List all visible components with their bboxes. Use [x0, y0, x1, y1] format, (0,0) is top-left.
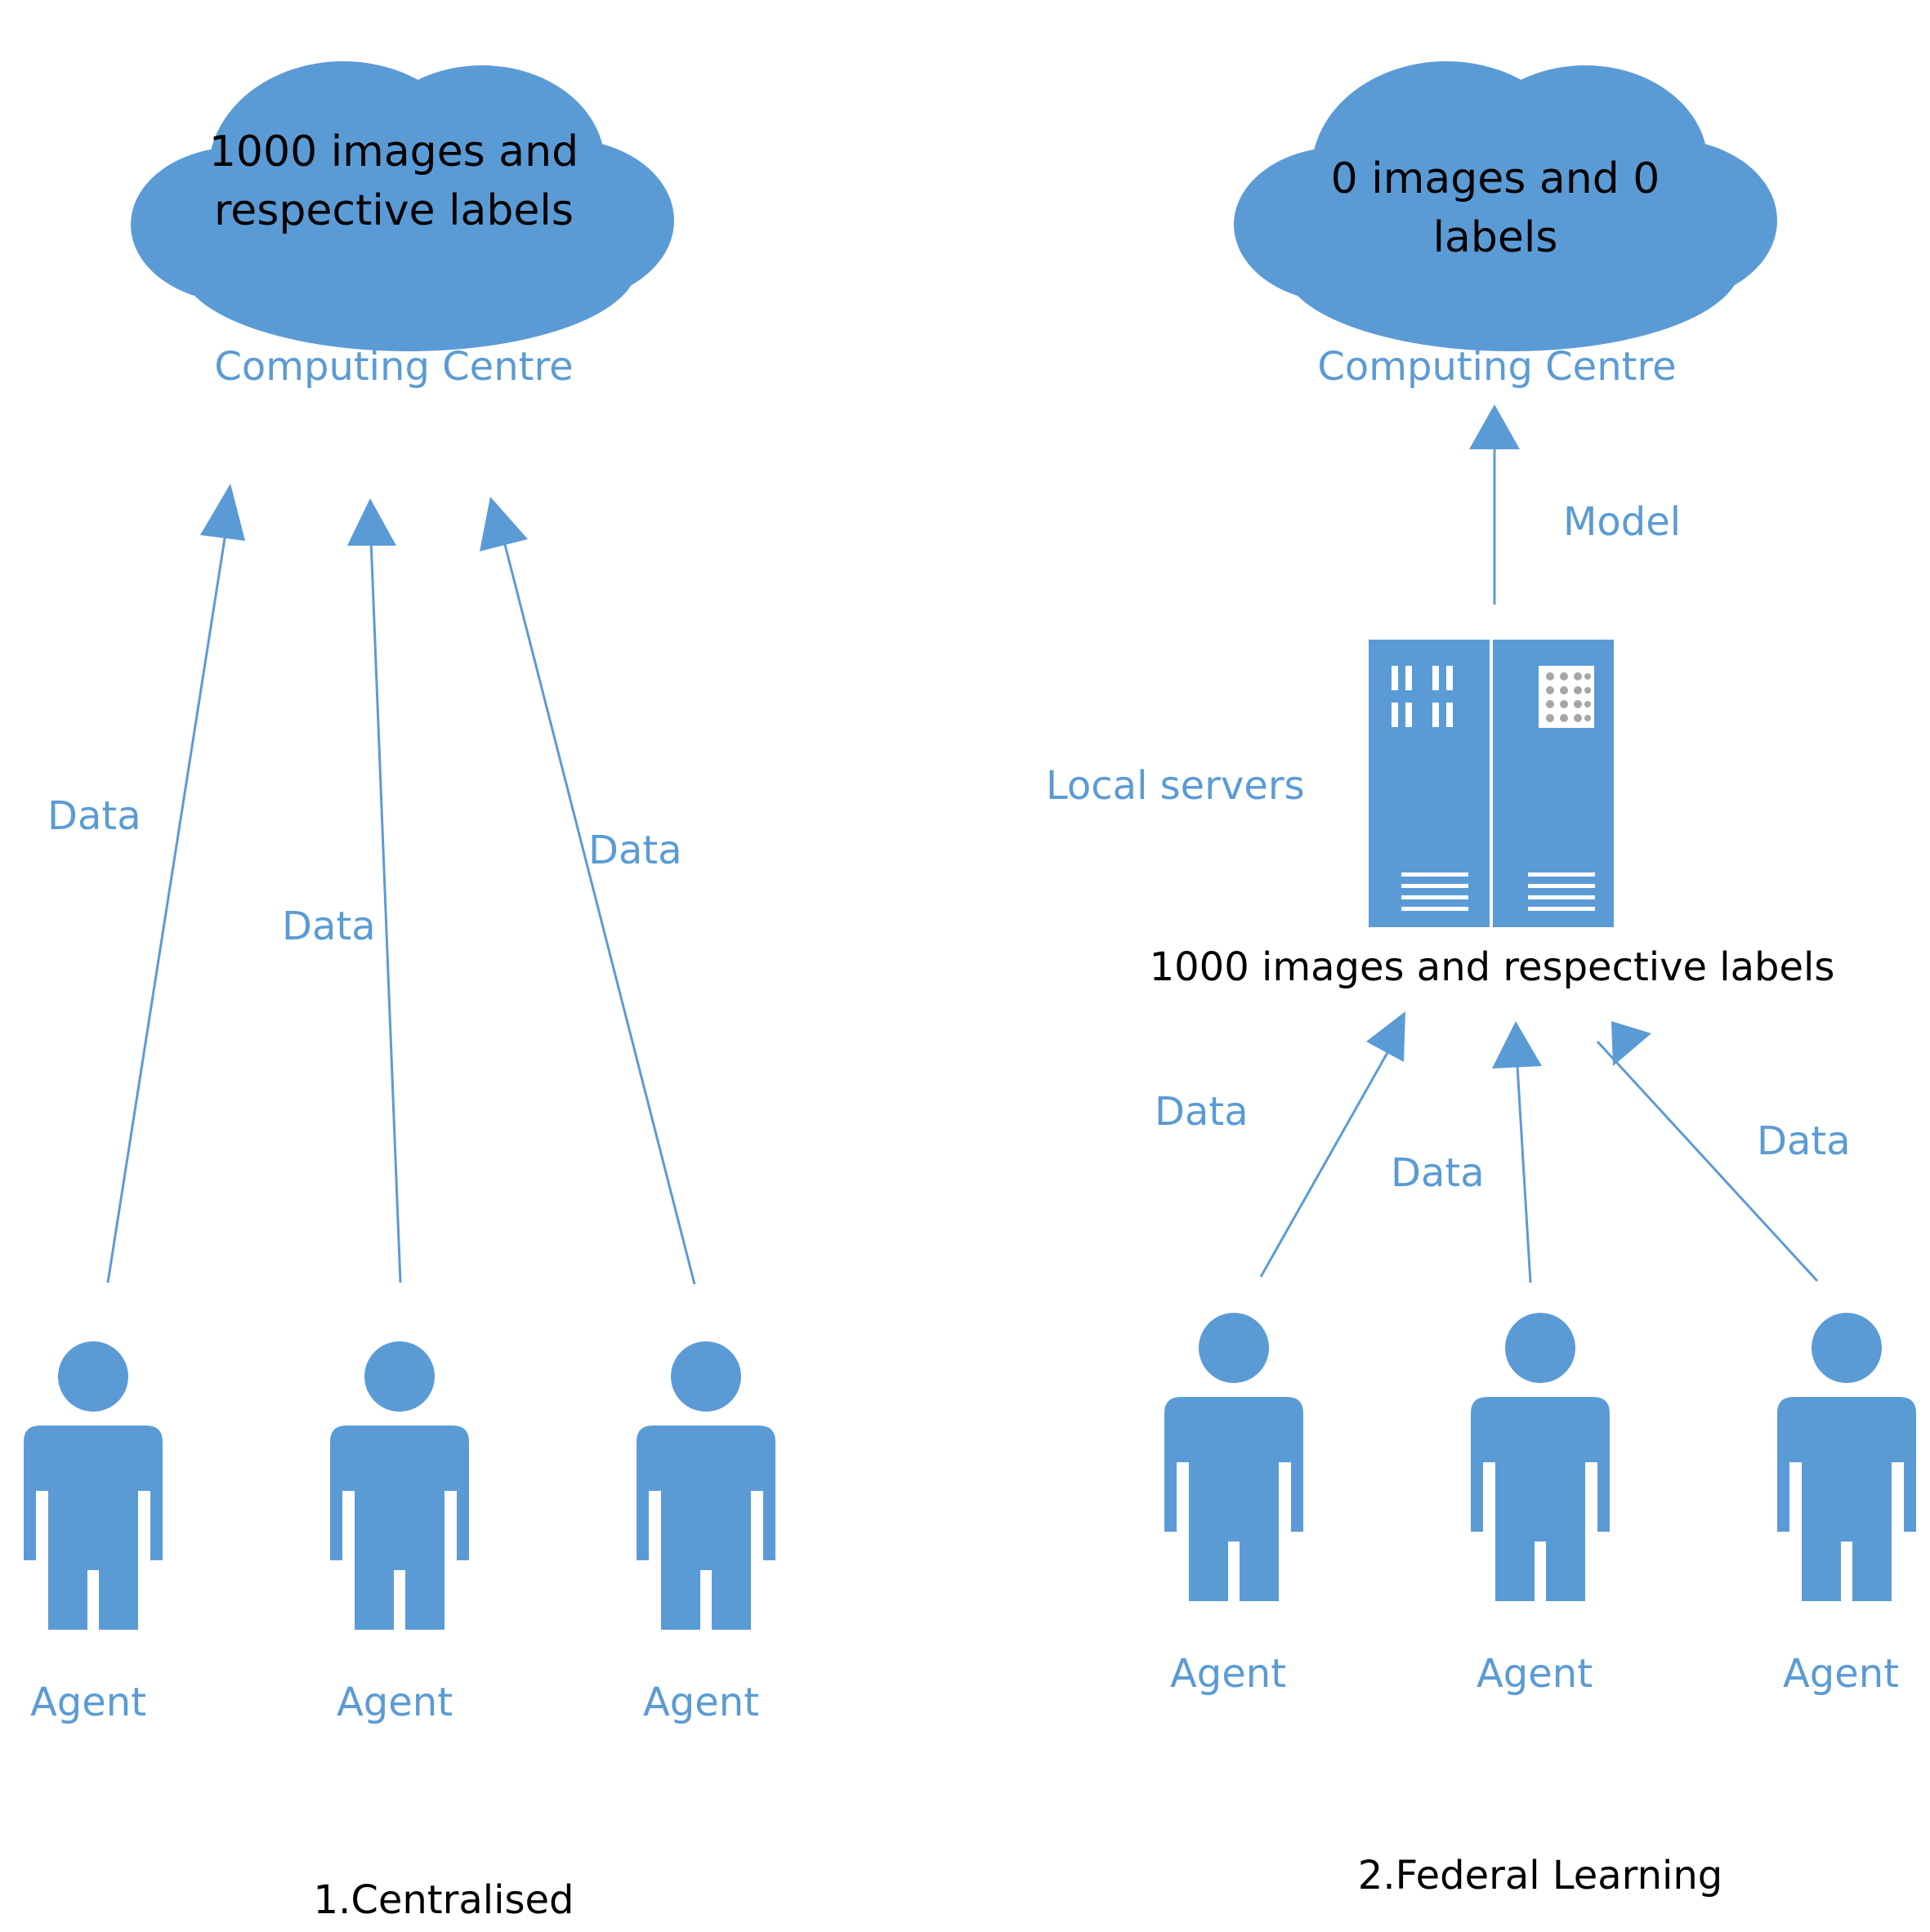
data-arrow-1	[106, 522, 229, 1283]
left-agent-label-1: Agent	[29, 1680, 147, 1725]
left-cloud-text: 1000 images and respective labels	[209, 123, 579, 240]
right-caption: 2.Federal Learning	[1357, 1853, 1723, 1899]
arrowhead-1	[200, 484, 245, 541]
left-data-label-1: Data	[47, 793, 141, 839]
right-agent-label-1: Agent	[1169, 1651, 1287, 1697]
data-arrow-5	[1516, 1065, 1532, 1283]
model-label: Model	[1563, 499, 1682, 545]
right-data-label-1: Data	[1155, 1089, 1249, 1135]
left-arrowheads	[200, 484, 528, 551]
right-agent-label-3: Agent	[1782, 1651, 1900, 1697]
arrowhead-2	[347, 498, 396, 546]
right-centre-label: Computing Centre	[1317, 344, 1677, 390]
data-arrow-2	[369, 538, 402, 1283]
left-cloud-line-1: 1000 images and	[208, 127, 579, 176]
right-arrows	[1259, 1040, 1819, 1283]
right-cloud-text: 0 images and 0 labels	[1330, 154, 1660, 262]
left-centre-label: Computing Centre	[214, 344, 574, 390]
data-arrow-6	[1596, 1040, 1819, 1283]
left-agent-label-2: Agent	[336, 1680, 453, 1725]
right-agent-label-2: Agent	[1476, 1651, 1593, 1697]
servers-caption: 1000 images and respective labels	[1149, 944, 1835, 990]
right-data-label-2: Data	[1391, 1150, 1485, 1196]
left-caption: 1.Centralised	[313, 1877, 574, 1923]
data-arrow-3	[501, 534, 696, 1285]
left-cloud-line-2: respective labels	[214, 186, 574, 235]
right-arrowheads	[1366, 1011, 1651, 1069]
arrowhead-3	[480, 497, 528, 551]
server-icon	[1369, 640, 1614, 927]
left-agent-icon-3	[637, 1341, 775, 1630]
left-agent-icon-1	[24, 1341, 163, 1630]
model-arrow	[1469, 404, 1520, 605]
arrowhead-6	[1611, 1021, 1651, 1066]
left-agent-label-3: Agent	[642, 1680, 760, 1725]
arrowhead-4	[1366, 1011, 1405, 1062]
left-data-label-2: Data	[282, 904, 376, 949]
data-arrow-4	[1259, 1049, 1391, 1278]
right-agent-icon-3	[1777, 1313, 1916, 1601]
left-agent-icon-2	[330, 1341, 469, 1630]
right-agent-icon-1	[1164, 1313, 1303, 1601]
arrowhead-5	[1492, 1021, 1542, 1069]
right-agent-icon-2	[1471, 1313, 1610, 1601]
right-data-label-3: Data	[1757, 1118, 1851, 1164]
left-arrows	[106, 522, 696, 1285]
local-servers-label: Local servers	[1046, 763, 1305, 809]
left-data-label-3: Data	[588, 828, 682, 873]
